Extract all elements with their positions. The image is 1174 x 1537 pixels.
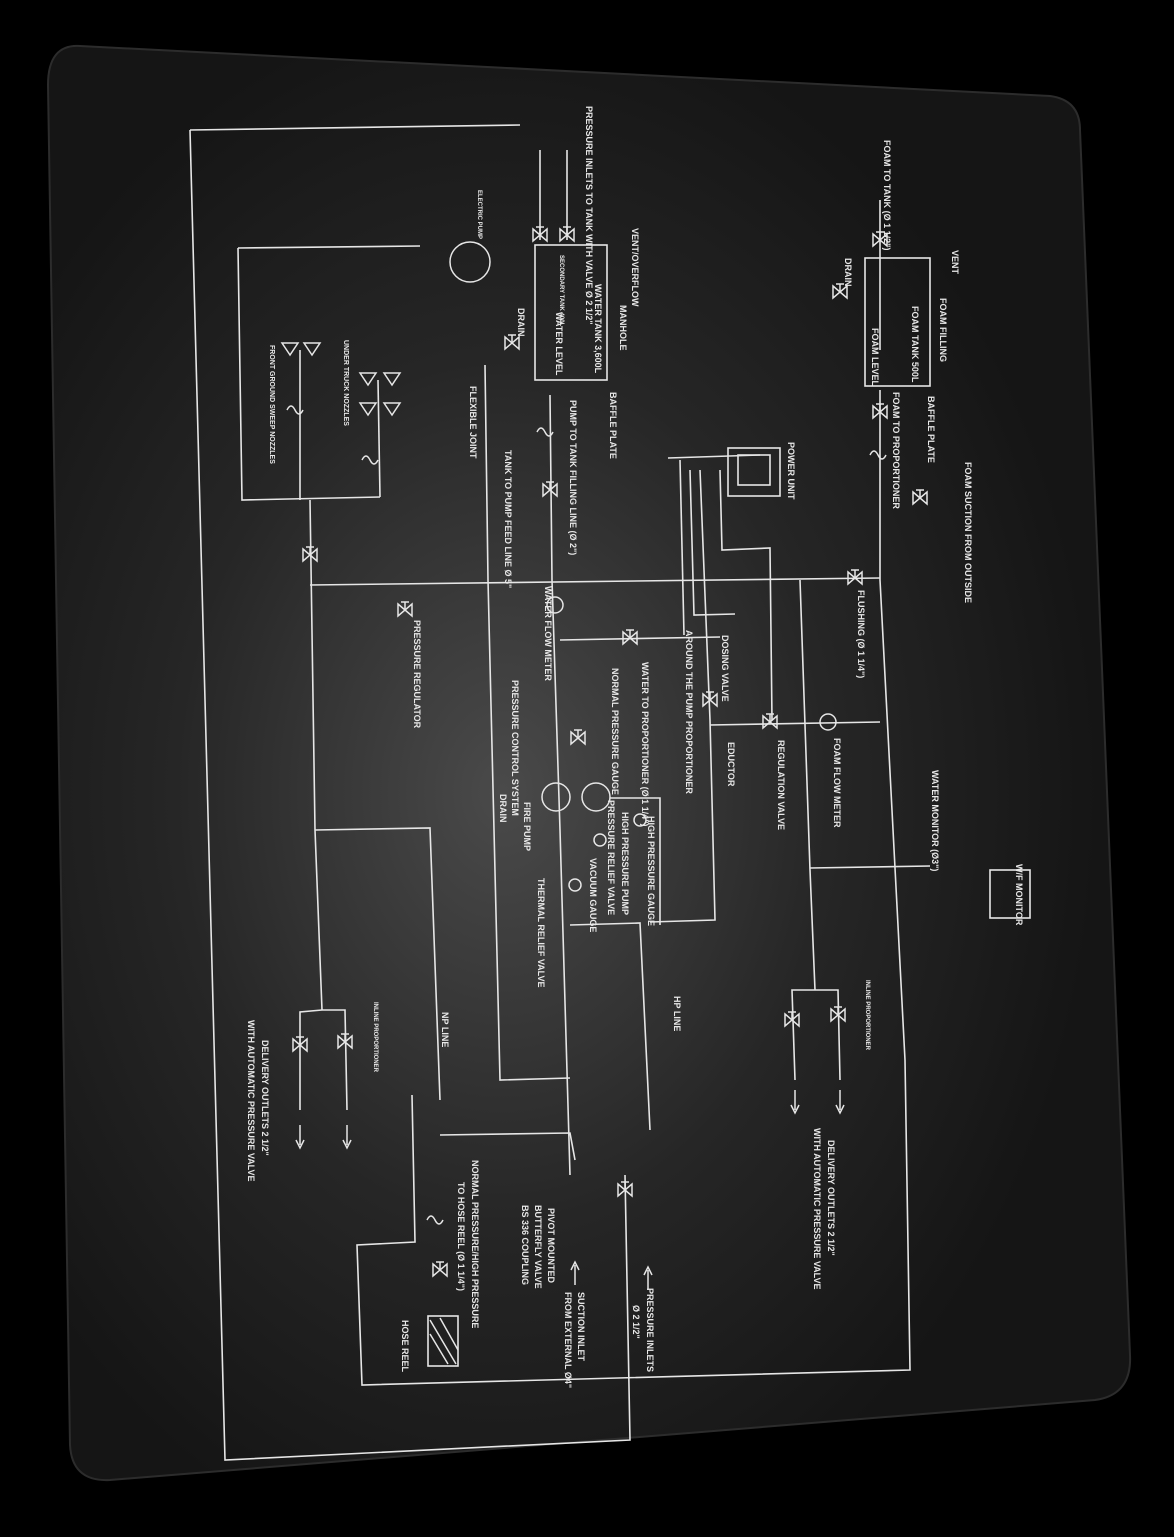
label-pressure-control: PRESSURE CONTROL SYSTEM bbox=[510, 680, 520, 816]
label-foam-level: FOAM LEVEL bbox=[870, 328, 880, 387]
label-electric-pump: ELECTRIC PUMP bbox=[476, 190, 482, 239]
label-pump-to-tank: PUMP TO TANK FILLING LINE (Ø 2") bbox=[568, 400, 578, 555]
label-fire-pump: FIRE PUMP bbox=[522, 802, 532, 851]
label-vent-overflow: VENT/OVERFLOW bbox=[630, 228, 640, 307]
label-foam-filling: FOAM FILLING bbox=[938, 298, 948, 362]
label-delivery-right-1: DELIVERY OUTLETS 2 1/2" bbox=[826, 1140, 836, 1256]
label-foam-flow-meter: FOAM FLOW METER bbox=[832, 738, 842, 828]
label-delivery-left-2: WITH AUTOMATIC PRESSURE VALVE bbox=[246, 1020, 256, 1182]
label-np-line: NP LINE bbox=[440, 1012, 450, 1047]
label-high-pressure-gauge: HIGH PRESSURE GAUGE bbox=[646, 816, 656, 926]
label-baffle-plate-foam: BAFFLE PLATE bbox=[926, 396, 936, 463]
label-delivery-left-1: DELIVERY OUTLETS 2 1/2" bbox=[260, 1040, 270, 1156]
label-hose-reel-line-1: NORMAL PRESSURE/HIGH PRESSURE bbox=[470, 1160, 480, 1328]
label-flushing: FLUSHING (Ø 1 1/4") bbox=[856, 590, 866, 678]
metal-plate bbox=[46, 44, 1132, 1482]
label-vacuum-gauge: VACUUM GAUGE bbox=[588, 858, 598, 932]
label-regulation-valve: REGULATION VALVE bbox=[776, 740, 786, 830]
label-water-level: WATER LEVEL bbox=[554, 312, 564, 376]
label-water-to-proportioner: WATER TO PROPORTIONER (Ø 1 1/4") bbox=[640, 662, 650, 826]
label-around-pump: AROUND THE PUMP PROPORTIONER bbox=[684, 630, 694, 794]
label-vent: VENT bbox=[950, 250, 960, 275]
label-water-monitor: WATER MONITOR (Ø3") bbox=[930, 770, 940, 871]
label-wf-monitor: W/F MONITOR bbox=[1014, 864, 1024, 926]
label-water-tank: WATER TANK 3,600L bbox=[593, 284, 603, 374]
label-under-truck: UNDER TRUCK NOZZLES bbox=[342, 340, 349, 426]
label-drain-water: DRAIN bbox=[516, 308, 526, 337]
flow-meter-symbols bbox=[546, 596, 837, 892]
label-tank-to-pump: TANK TO PUMP FEED LINE Ø 5" bbox=[503, 450, 513, 588]
label-foam-suction: FOAM SUCTION FROM OUTSIDE bbox=[963, 462, 973, 603]
label-water-flow-meter: WATER FLOW METER bbox=[543, 586, 553, 681]
label-pressure-relief: PRESSURE RELIEF VALVE bbox=[606, 800, 616, 915]
label-suction-inlet-2: FROM EXTERNAL Ø4" bbox=[563, 1292, 573, 1388]
label-manhole: MANHOLE bbox=[618, 305, 628, 351]
label-hp-line: HP LINE bbox=[672, 996, 682, 1031]
piping-network bbox=[189, 124, 1031, 1461]
label-drain-pump: DRAIN bbox=[498, 794, 508, 823]
label-eductor: EDUCTOR bbox=[726, 742, 736, 787]
label-hose-reel: HOSE REEL bbox=[400, 1320, 410, 1373]
label-baffle-plate-water: BAFFLE PLATE bbox=[608, 392, 618, 459]
diagram-labels: FOAM TO TANK (Ø 1 1/2") VENT DRAIN FOAM … bbox=[246, 106, 1024, 1388]
flow-arrows bbox=[295, 1090, 845, 1290]
label-pressure-inlets-2: Ø 2 1/2" bbox=[631, 1305, 641, 1339]
label-dosing-valve: DOSING VALVE bbox=[720, 635, 730, 702]
label-foam-to-tank: FOAM TO TANK (Ø 1 1/2") bbox=[882, 140, 892, 250]
label-hose-reel-line-2: TO HOSE REEL (Ø 1 1/4") bbox=[456, 1182, 466, 1291]
label-suction-inlet-1: SUCTION INLET bbox=[576, 1292, 586, 1362]
label-inline-prop-left: INLINE PROPORTIONER bbox=[372, 1002, 378, 1073]
label-pivot-1: PIVOT MOUNTED bbox=[546, 1208, 556, 1284]
label-pressure-regulator: PRESSURE REGULATOR bbox=[412, 620, 422, 729]
label-pivot-2: BUTTERFLY VALVE bbox=[533, 1205, 543, 1289]
label-thermal-relief: THERMAL RELIEF VALVE bbox=[536, 878, 546, 988]
label-flexible-joint: FLEXIBLE JOINT bbox=[468, 386, 478, 459]
label-delivery-right-2: WITH AUTOMATIC PRESSURE VALVE bbox=[812, 1128, 822, 1290]
label-pressure-inlets-tank: PRESSURE INLETS TO TANK WITH VALVE Ø 2 1… bbox=[584, 106, 594, 325]
label-power-unit: POWER UNIT bbox=[786, 442, 796, 500]
label-pressure-inlets-1: PRESSURE INLETS bbox=[645, 1288, 655, 1372]
label-drain-foam: DRAIN bbox=[843, 258, 853, 287]
label-high-pressure-pump: HIGH PRESSURE PUMP bbox=[620, 812, 630, 915]
label-secondary-tank: SECONDARY TANK 400L bbox=[558, 255, 564, 327]
label-foam-tank: FOAM TANK 500L bbox=[910, 306, 920, 383]
label-normal-pressure-gauge: NORMAL PRESSURE GAUGE bbox=[610, 668, 620, 795]
label-front-ground: FRONT GROUND SWEEP NOZZLES bbox=[268, 345, 275, 464]
label-foam-to-proportioner: FOAM TO PROPORTIONER bbox=[891, 392, 901, 509]
label-inline-prop-right: INLINE PROPORTIONER bbox=[864, 980, 870, 1051]
label-pivot-3: BS 336 COUPLING bbox=[520, 1205, 530, 1285]
